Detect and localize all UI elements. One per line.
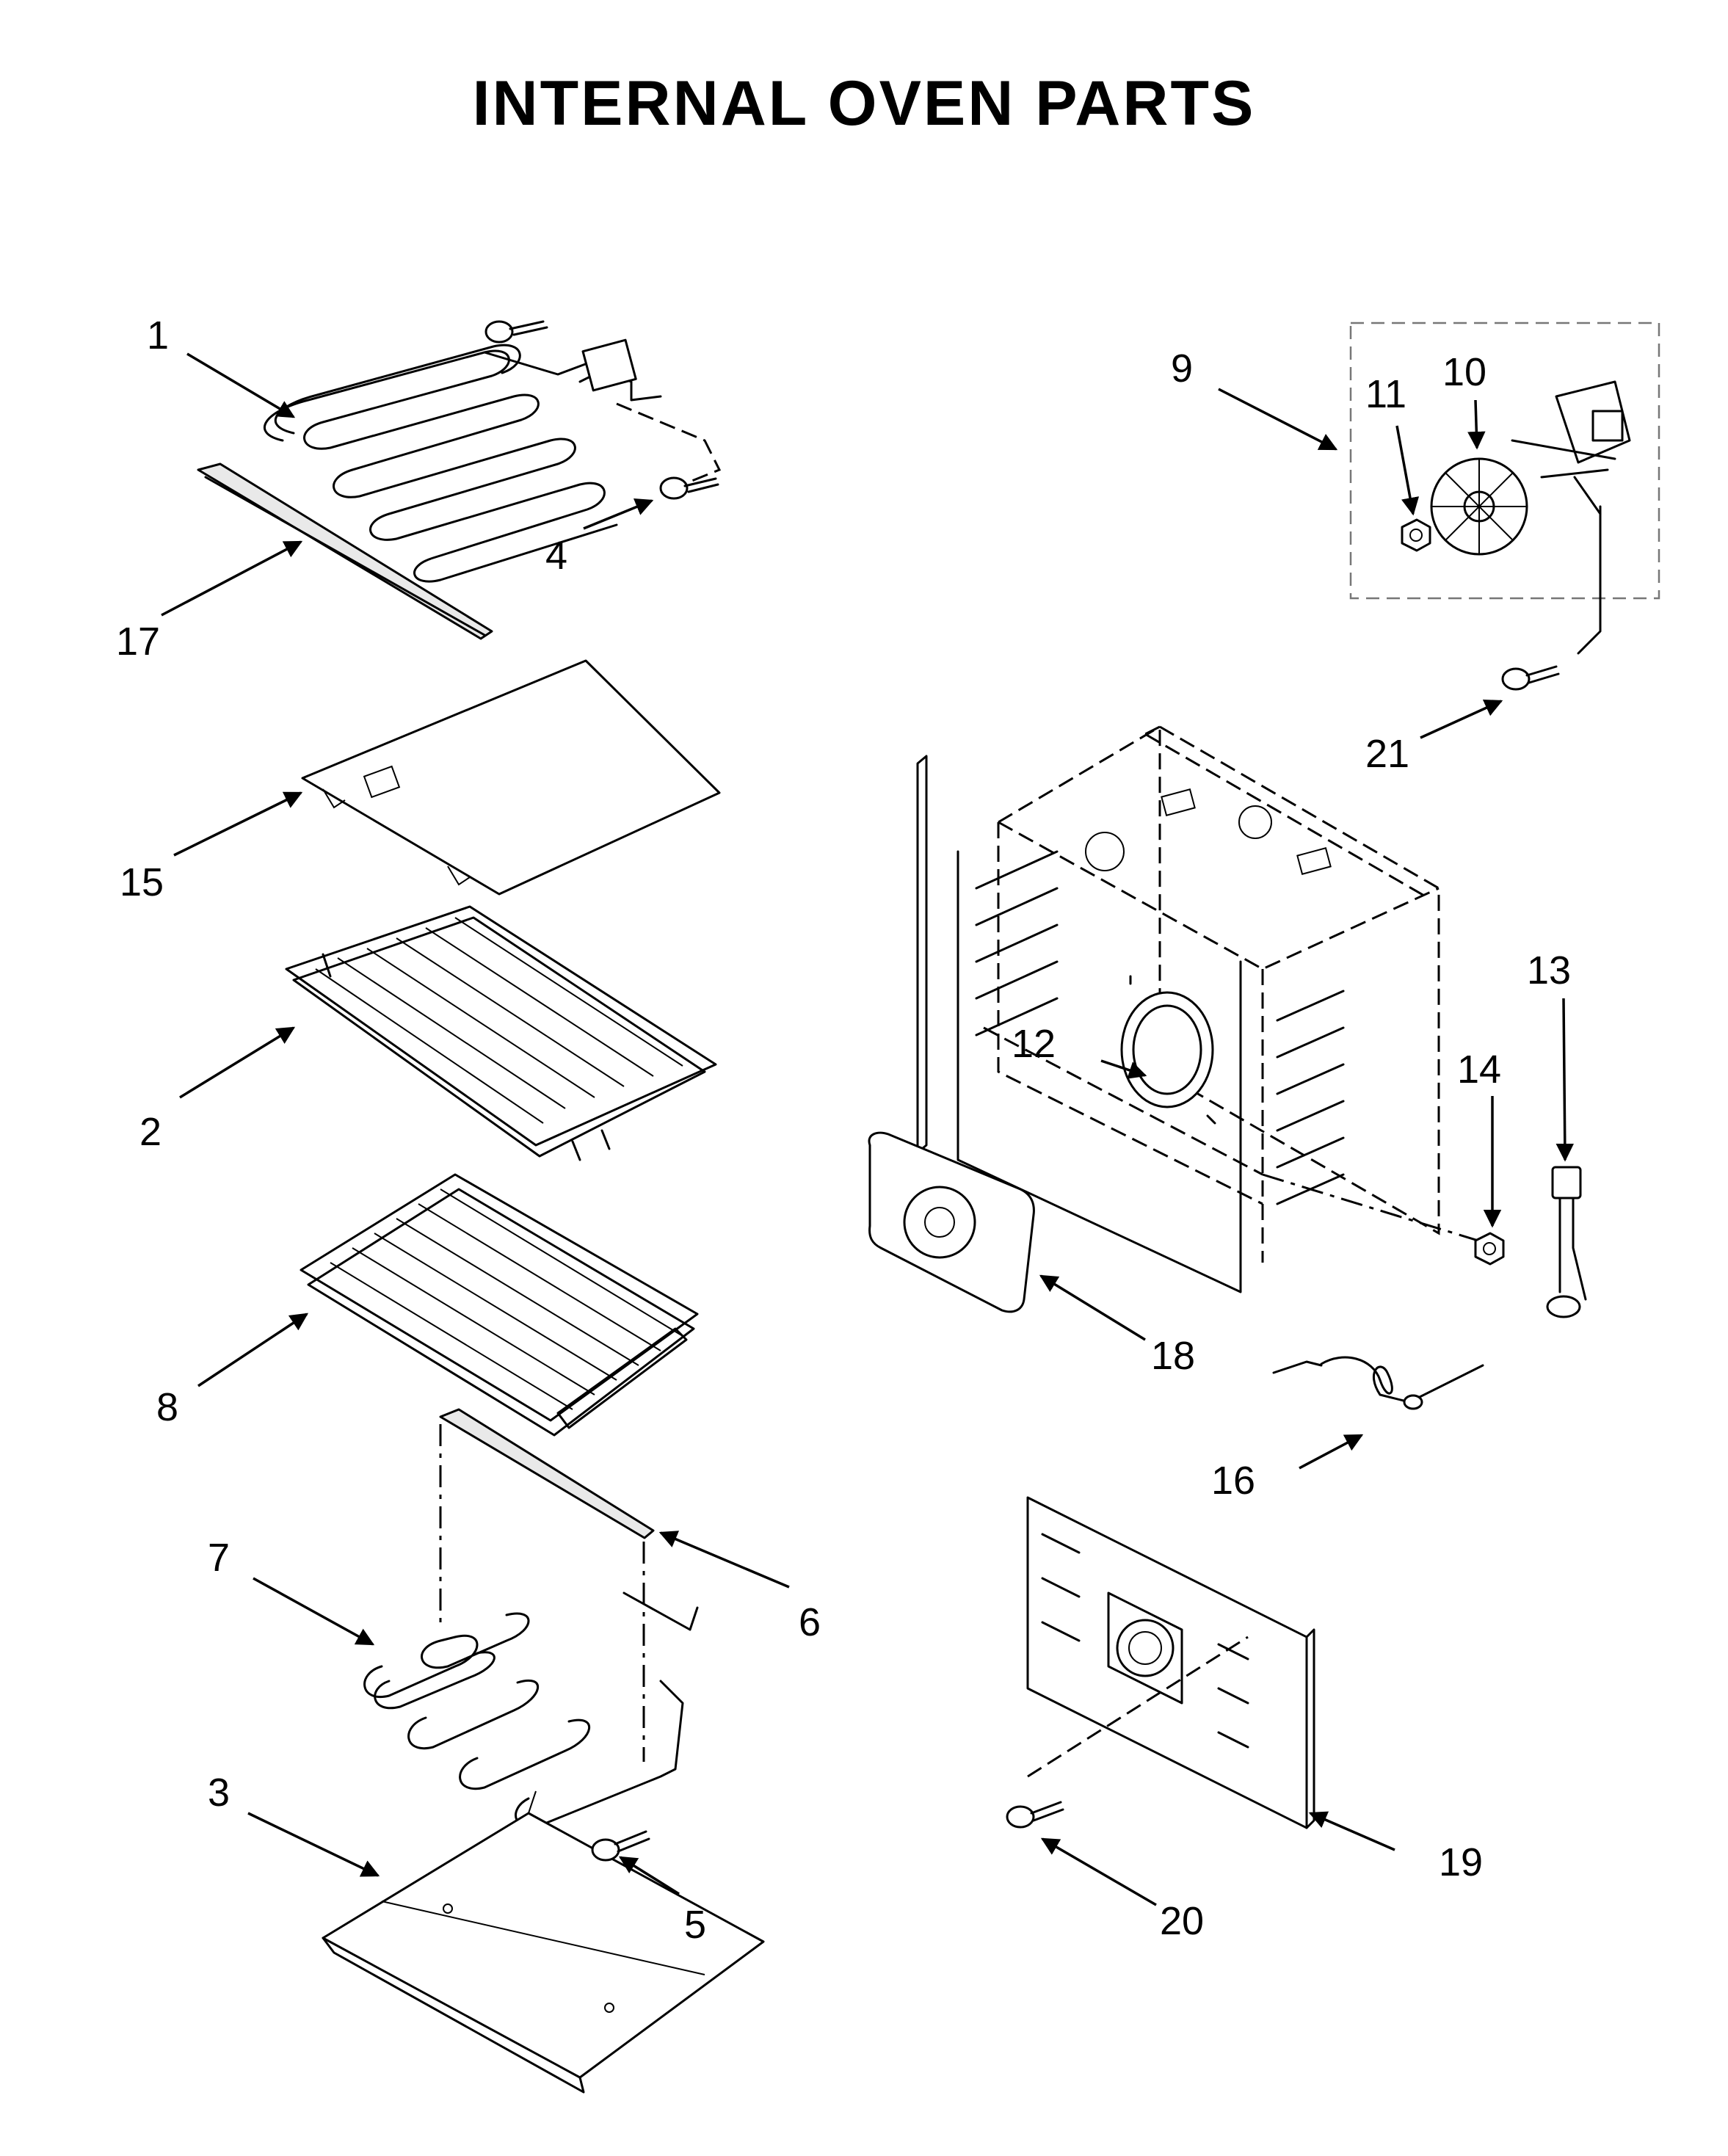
bottom-cover (322, 1790, 765, 2094)
oven-cavity (916, 725, 1491, 1293)
oven-rack (285, 905, 717, 1161)
callout-1: 1 (147, 313, 169, 357)
sensor-nut (1474, 1232, 1505, 1266)
callout-13: 13 (1527, 948, 1571, 992)
callout-3: 3 (208, 1771, 230, 1815)
callout-2: 2 (139, 1110, 161, 1154)
callout-6: 6 (799, 1600, 821, 1644)
rear-panel (1026, 1496, 1315, 1829)
broil-element (264, 338, 722, 583)
leader-lines (161, 352, 1575, 1906)
fan-cover (868, 1131, 1035, 1313)
screw-21 (1501, 665, 1560, 691)
callout-8: 8 (156, 1385, 178, 1429)
callout-14: 14 (1457, 1048, 1501, 1092)
meat-probe (1272, 1356, 1484, 1410)
callout-12: 12 (1012, 1022, 1056, 1066)
callout-21: 21 (1365, 732, 1409, 776)
callout-19: 19 (1439, 1840, 1483, 1884)
temperature-sensor (1546, 1166, 1587, 1318)
broil-trim-strip (197, 462, 493, 640)
callout-9: 9 (1171, 346, 1193, 391)
callout-5: 5 (684, 1903, 706, 1947)
fan-nut (1401, 518, 1431, 552)
fan-gasket (1129, 975, 1216, 1125)
bake-element (363, 1542, 699, 1829)
callout-labels: 1 2 3 4 5 6 7 8 9 10 11 12 13 14 15 16 1… (116, 313, 1571, 1947)
bake-trim-strip (439, 1408, 655, 1622)
callout-4: 4 (545, 534, 567, 578)
callout-7: 7 (208, 1536, 230, 1580)
roll-out-rack (300, 1173, 699, 1437)
screw-5 (591, 1830, 650, 1862)
screw-20 (1006, 1801, 1064, 1829)
screw-4 (484, 320, 719, 500)
page-title: INTERNAL OVEN PARTS (472, 68, 1256, 139)
callout-16: 16 (1211, 1459, 1255, 1503)
callout-11: 11 (1365, 372, 1406, 416)
callout-18: 18 (1151, 1334, 1195, 1378)
callout-15: 15 (120, 860, 164, 904)
callout-10: 10 (1442, 350, 1486, 394)
callout-17: 17 (116, 620, 160, 664)
convection-fan-blade (1430, 457, 1528, 556)
oven-bottom-panel (301, 659, 721, 896)
callout-20: 20 (1160, 1899, 1204, 1943)
fan-motor-assembly (1349, 322, 1660, 655)
